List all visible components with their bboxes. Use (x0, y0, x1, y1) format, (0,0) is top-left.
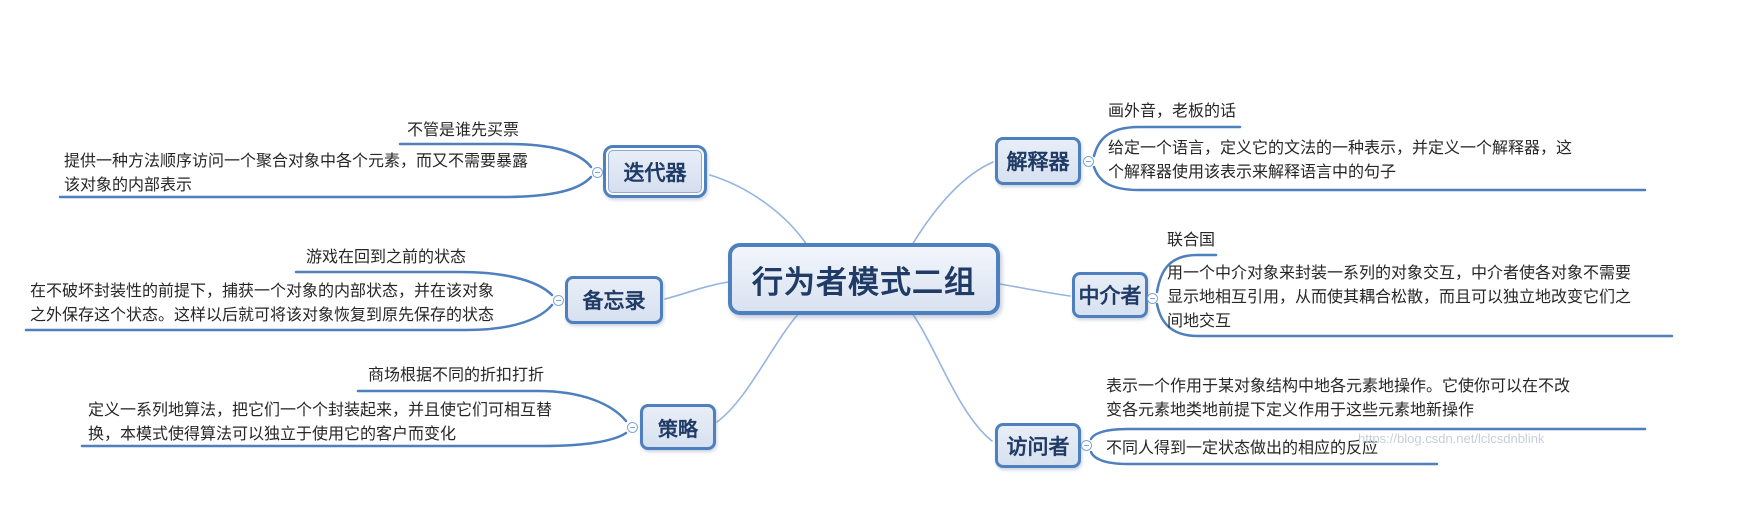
minus-icon (630, 426, 635, 429)
branch-curve-strategy (716, 312, 800, 423)
annotation-strategy-desc[interactable]: 定义一系列地算法，把它们一个个封装起来，并且使它们可相互替 换，本模式使得算法可… (88, 402, 553, 443)
annotation-iterator-example[interactable]: 不管是谁先买票 (407, 122, 520, 139)
branch-curve-mediator (999, 283, 1071, 297)
annotation-iterator-desc[interactable]: 提供一种方法顺序访问一个聚合对象中各个元素，而又不需要暴露 该对象的内部表示 (64, 153, 529, 194)
underline-strategy-example (356, 389, 628, 423)
annotation-memento-example[interactable]: 游戏在回到之前的状态 (306, 249, 467, 266)
underline-mediator-desc (1155, 302, 1674, 338)
underline-strategy-desc (80, 431, 628, 448)
collapse-toggle-interpreter[interactable] (1083, 156, 1094, 167)
node-visitor[interactable]: 访问者 (995, 423, 1081, 468)
underline-memento-desc (24, 303, 554, 332)
watermark: https://blog.csdn.net/lclcsdnblink (1358, 431, 1545, 446)
branch-curve-memento (664, 281, 729, 300)
underline-iterator-example (398, 142, 593, 169)
node-iterator[interactable]: 迭代器 (603, 145, 707, 198)
underline-mediator-example (1155, 253, 1218, 294)
node-strategy[interactable]: 策略 (640, 404, 716, 450)
node-interpreter[interactable]: 解释器 (995, 137, 1081, 185)
minus-icon (1084, 444, 1089, 447)
node-memento-label: 备忘录 (582, 290, 646, 313)
node-strategy-label: 策略 (658, 418, 698, 441)
node-iterator-label: 迭代器 (623, 161, 687, 185)
collapse-toggle-visitor[interactable] (1081, 440, 1092, 451)
node-visitor-label: 访问者 (1006, 435, 1070, 459)
node-iterator-inner: 迭代器 (608, 150, 702, 193)
annotation-mediator-desc[interactable]: 用一个中介对象来封装一系列的对象交互，中介者使各对象不需要 显示地相互引用，从而… (1167, 265, 1632, 330)
minus-icon (556, 299, 561, 302)
node-mediator[interactable]: 中介者 (1072, 272, 1148, 318)
underline-visitor-example (1089, 450, 1439, 466)
collapse-toggle-strategy[interactable] (627, 422, 638, 433)
underline-interpreter-desc (1092, 165, 1647, 192)
collapse-toggle-memento[interactable] (553, 295, 564, 306)
annotation-strategy-example[interactable]: 商场根据不同的折扣打折 (368, 367, 545, 384)
underline-memento-example (294, 270, 554, 297)
collapse-toggle-mediator[interactable] (1147, 293, 1158, 304)
branch-curve-visitor (911, 312, 993, 442)
annotation-interpreter-example[interactable]: 画外音，老板的话 (1108, 103, 1237, 120)
collapse-toggle-iterator[interactable] (592, 167, 603, 178)
node-memento[interactable]: 备忘录 (565, 276, 663, 324)
node-center[interactable]: 行为者模式二组 (728, 243, 1000, 315)
annotation-visitor-example[interactable]: 不同人得到一定状态做出的相应的反应 (1106, 440, 1379, 457)
annotation-visitor-desc[interactable]: 表示一个作用于某对象结构中地各元素地操作。它使你可以在不改 变各元素地类地前提下… (1106, 378, 1571, 419)
node-interpreter-label: 解释器 (1006, 151, 1070, 174)
underline-visitor-desc (1089, 427, 1647, 441)
minus-icon (595, 171, 600, 174)
branch-curve-interpreter (911, 161, 994, 246)
branch-curve-iterator (709, 174, 808, 246)
node-mediator-label: 中介者 (1078, 285, 1142, 308)
minus-icon (1150, 297, 1155, 300)
annotation-interpreter-desc[interactable]: 给定一个语言，定义它的文法的一种表示，并定义一个解释器，这 个解释器使用该表示来… (1108, 140, 1573, 181)
minus-icon (1086, 160, 1091, 163)
annotation-memento-desc[interactable]: 在不破坏封装性的前提下，捕获一个对象的内部状态，并在该对象 之外保存这个状态。这… (30, 283, 495, 324)
underline-interpreter-example (1092, 125, 1242, 158)
center-label: 行为者模式二组 (752, 264, 976, 300)
underline-iterator-desc (58, 175, 593, 199)
annotation-mediator-example[interactable]: 联合国 (1167, 232, 1216, 249)
